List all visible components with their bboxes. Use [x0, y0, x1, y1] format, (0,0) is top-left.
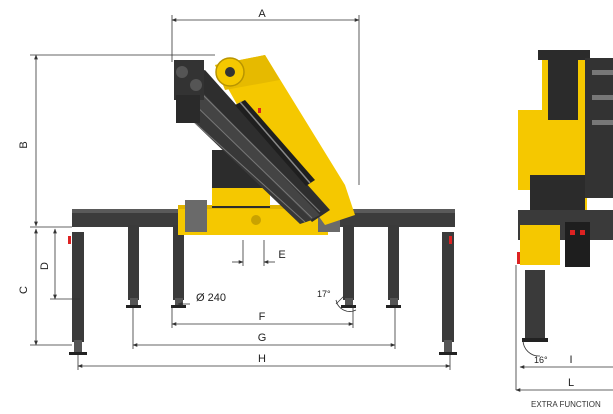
dim-label-c: C	[18, 286, 30, 294]
dim-label-h: H	[258, 353, 266, 365]
dim-label-l: L	[568, 377, 574, 389]
dim-label-d: D	[39, 262, 51, 270]
dim-label-e: E	[278, 249, 285, 261]
main-boom	[215, 55, 355, 225]
dim-label-a: A	[258, 8, 266, 20]
diameter-label: Ø 240	[196, 292, 226, 304]
secondary-boom	[180, 70, 330, 224]
boom-head	[174, 60, 204, 123]
angle-label-front: 17°	[317, 289, 331, 299]
angle-label-side: 16°	[534, 355, 548, 365]
dimension-lines	[30, 15, 613, 392]
dim-label-f: F	[259, 311, 266, 323]
dim-label-b: B	[18, 141, 30, 148]
dim-label-g: G	[258, 332, 267, 344]
dim-label-i: I	[569, 354, 572, 366]
front-view-crane	[68, 55, 457, 355]
outrigger-legs	[72, 225, 454, 352]
side-view-crane	[517, 50, 613, 342]
extra-function-caption: EXTRA FUNCTION	[531, 400, 601, 409]
